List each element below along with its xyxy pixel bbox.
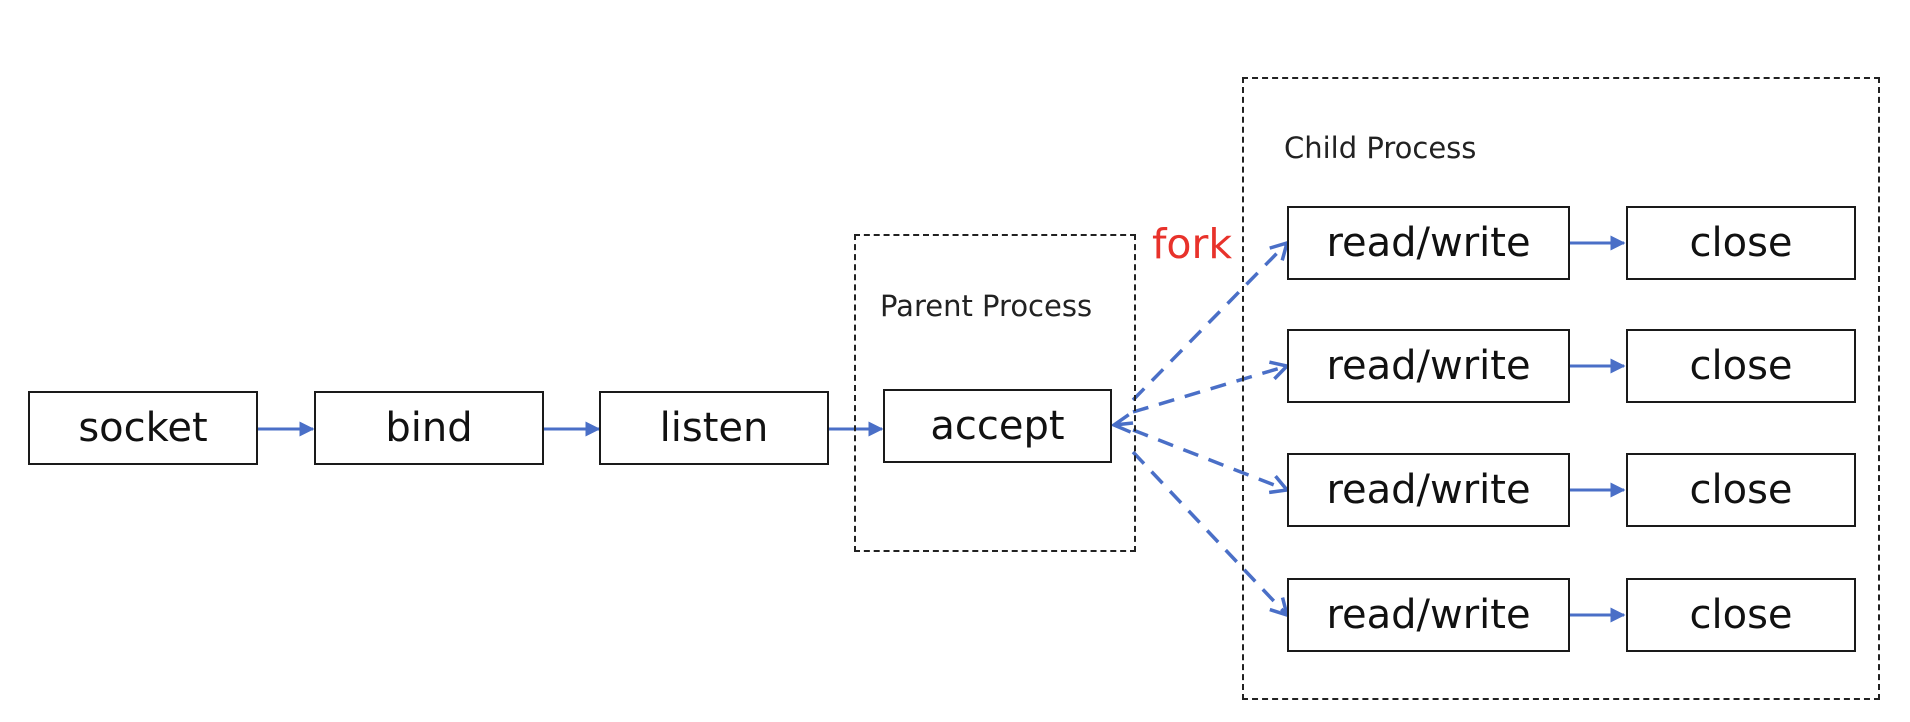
fork-arrow-1 — [1131, 243, 1287, 402]
socket-node: socket — [28, 391, 258, 465]
close-node-2: close — [1626, 329, 1856, 403]
parent-process-label: Parent Process — [880, 289, 1093, 323]
close-node-3: close — [1626, 453, 1856, 527]
read-write-node-4: read/write — [1287, 578, 1570, 652]
fork-arrow-4 — [1131, 450, 1287, 615]
close-node-1: close — [1626, 206, 1856, 280]
accept-node: accept — [883, 389, 1112, 463]
fork-arrow-3 — [1132, 428, 1287, 490]
listen-node: listen — [599, 391, 829, 465]
fork-label: fork — [1152, 220, 1233, 268]
parent-process-group — [854, 234, 1136, 552]
child-process-group — [1242, 77, 1880, 700]
fork-arrow-back — [1114, 423, 1134, 425]
bind-node: bind — [314, 391, 544, 465]
read-write-node-2: read/write — [1287, 329, 1570, 403]
read-write-node-1: read/write — [1287, 206, 1570, 280]
child-process-label: Child Process — [1284, 131, 1477, 165]
read-write-node-3: read/write — [1287, 453, 1570, 527]
close-node-4: close — [1626, 578, 1856, 652]
